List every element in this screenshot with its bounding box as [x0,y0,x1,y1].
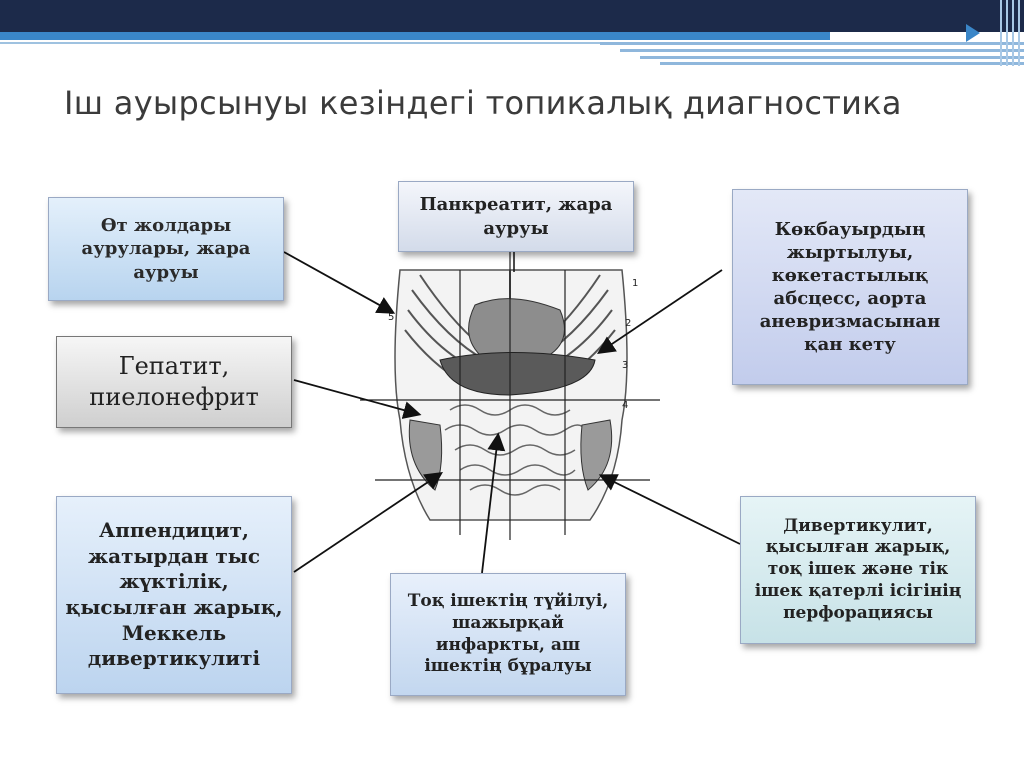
box-text: Көкбауырдың жыртылуы, көкетастылық абсце… [759,218,941,356]
box-text: Аппендицит, жатырдан тыс жүктілік, қысыл… [65,518,283,671]
header-gap [830,32,1024,42]
header-bar [0,0,1024,32]
box-pancreatitis: Панкреатит, жара ауруы [398,181,634,252]
box-text: Панкреатит, жара ауруы [419,194,613,239]
header-vertical-stripes [996,0,1024,66]
chevron-right-icon [966,24,980,42]
box-diverticulitis: Дивертикулит, қысылған жарық, тоқ ішек ж… [740,496,976,644]
slide-title: Іш ауырсынуы кезіндегі топикалық диагнос… [64,84,902,122]
header-stripes [600,40,1024,66]
region-number: 2 [625,318,631,329]
box-hepatitis: Гепатит, пиелонефрит [56,336,292,428]
abdomen-illustration: 1 2 3 4 5 [360,250,660,550]
box-text: Өт жолдары аурулары, жара ауруы [81,215,251,283]
region-number: 1 [632,278,638,289]
header-accent-bar [0,32,830,40]
box-spleen-rupture: Көкбауырдың жыртылуы, көкетастылық абсце… [732,189,968,385]
box-text: Тоқ ішектің түйілуі, шажырқай инфаркты, … [407,591,609,677]
box-text: Гепатит, пиелонефрит [89,352,259,411]
box-appendicitis: Аппендицит, жатырдан тыс жүктілік, қысыл… [56,496,292,694]
box-colon-obstruction: Тоқ ішектің түйілуі, шажырқай инфаркты, … [390,573,626,696]
region-number: 4 [622,400,628,411]
region-number: 5 [388,312,394,323]
box-bile-duct-diseases: Өт жолдары аурулары, жара ауруы [48,197,284,301]
box-text: Дивертикулит, қысылған жарық, тоқ ішек ж… [754,515,962,623]
header-thin-line [0,42,600,44]
region-number: 3 [622,360,628,371]
